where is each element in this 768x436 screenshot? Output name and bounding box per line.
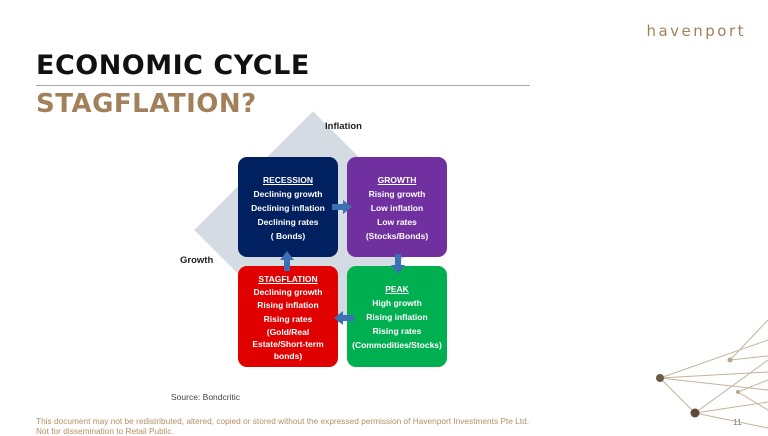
quadrant-heading: PEAK	[385, 284, 409, 294]
quadrant-line: Rising inflation	[257, 300, 319, 311]
disclaimer-line: Not for dissemination to Retail Public.	[36, 426, 174, 436]
quadrant-peak: PEAK High growth Rising inflation Rising…	[347, 266, 447, 367]
quadrant-line: (Stocks/Bonds)	[365, 231, 429, 241]
source-note: Source: Bondcritic	[171, 392, 240, 402]
slide-subtitle: STAGFLATION?	[36, 89, 257, 119]
quadrant-line: Rising growth	[368, 189, 426, 199]
quadrant-line: (Gold/Real	[266, 326, 310, 337]
disclaimer: This document may not be redistributed, …	[36, 416, 529, 436]
arrow-down-icon	[391, 254, 405, 274]
quadrant-line: Declining rates	[257, 217, 319, 227]
arrow-up-icon	[280, 251, 294, 271]
arrow-right-icon	[332, 200, 352, 214]
quadrant-line: Declining growth	[253, 287, 323, 298]
quadrant-line: bonds)	[273, 350, 303, 361]
arrow-left-icon	[334, 311, 354, 325]
quadrant-line: ( Bonds)	[270, 231, 306, 241]
quadrant-line: Declining inflation	[251, 203, 325, 213]
quadrant-heading: STAGFLATION	[258, 274, 318, 284]
network-decoration-icon	[656, 319, 768, 429]
quadrant-line: Estate/Short-term	[252, 338, 324, 349]
quadrant-line: Rising rates	[263, 313, 313, 324]
disclaimer-line: This document may not be redistributed, …	[36, 416, 530, 426]
quadrant-line: Rising rates	[372, 326, 422, 336]
quadrant-line: (Commodities/Stocks)	[352, 340, 442, 350]
quadrant-line: Declining growth	[253, 189, 323, 199]
brand-logo: havenport	[646, 22, 746, 40]
slide-title: ECONOMIC CYCLE	[36, 50, 310, 81]
quadrant-line: Low rates	[377, 217, 417, 227]
axis-label-inflation: Inflation	[325, 121, 362, 132]
quadrant-recession: RECESSION Declining growth Declining inf…	[238, 157, 338, 257]
quadrant-heading: GROWTH	[377, 175, 417, 185]
quadrant-line: Low inflation	[370, 203, 424, 213]
axis-label-growth: Growth	[180, 255, 214, 266]
quadrant-line: High growth	[372, 298, 422, 308]
quadrant-heading: RECESSION	[262, 175, 314, 185]
quadrant-line: Rising inflation	[366, 312, 428, 322]
title-divider	[36, 85, 530, 86]
quadrant-growth: GROWTH Rising growth Low inflation Low r…	[347, 157, 447, 257]
quadrant-stagflation: STAGFLATION Declining growth Rising infl…	[238, 266, 338, 367]
